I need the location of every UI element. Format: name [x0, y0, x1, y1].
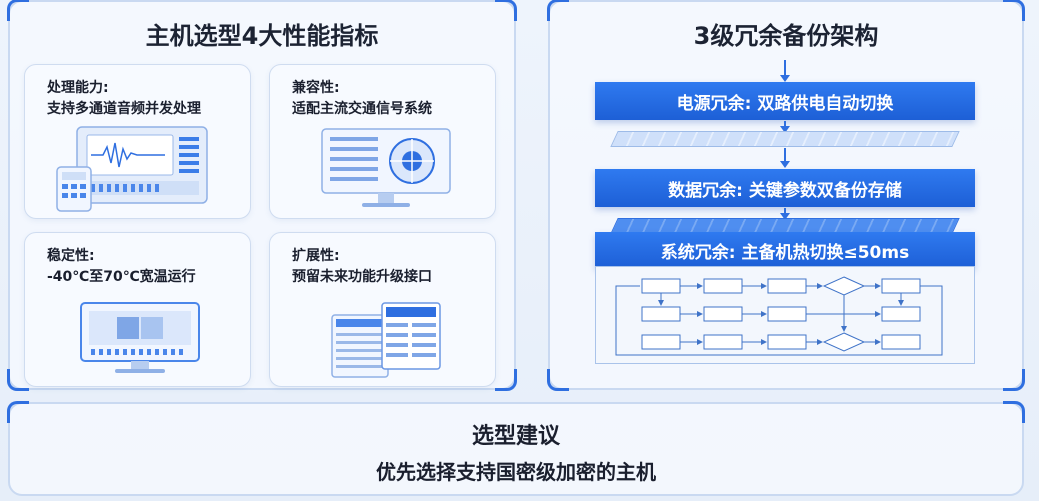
- recommendation-text: 优先选择支持国密级加密的主机: [376, 460, 656, 484]
- card-desc: 支持多通道音频并发处理: [47, 101, 201, 117]
- down-arrow-icon: [780, 208, 790, 220]
- redundancy-panel-title: 3级冗余备份架构: [693, 22, 879, 50]
- monitor-icon: [25, 291, 250, 383]
- layer-data-redundancy: 数据冗余: 关键参数双备份存储: [595, 169, 975, 207]
- corner-bracket: [7, 401, 29, 423]
- down-arrow-icon: [780, 60, 790, 82]
- performance-panel: 主机选型4大性能指标 处理能力: 支持多通道音频并发处理 兼容性: 适配主流交通…: [7, 0, 517, 391]
- layer-system-redundancy: 系统冗余: 主备机热切换≤50ms: [595, 232, 975, 268]
- stack-plate: [610, 131, 960, 147]
- corner-bracket: [495, 369, 517, 391]
- down-arrow-icon: [780, 121, 790, 133]
- expansion-panels-icon: [270, 291, 495, 383]
- flowchart: [595, 266, 975, 364]
- corner-bracket: [547, 369, 569, 391]
- card-title: 扩展性:: [292, 248, 340, 264]
- card-desc: -40℃至70℃宽温运行: [47, 269, 196, 285]
- corner-bracket: [547, 0, 569, 21]
- corner-bracket: [1003, 369, 1025, 391]
- card-stability: 稳定性: -40℃至70℃宽温运行: [24, 232, 251, 387]
- corner-bracket: [495, 0, 517, 21]
- redundancy-panel: 3级冗余备份架构 电源冗余: 双路供电自动切换 数据冗余: 关键参数双备份存储 …: [547, 0, 1025, 391]
- card-processing: 处理能力: 支持多通道音频并发处理: [24, 64, 251, 219]
- recommendation-panel: 选型建议 优先选择支持国密级加密的主机: [7, 401, 1025, 496]
- audio-workstation-icon: [25, 123, 250, 215]
- corner-bracket: [1003, 0, 1025, 21]
- card-desc: 预留未来功能升级接口: [292, 269, 432, 285]
- card-compatibility: 兼容性: 适配主流交通信号系统: [269, 64, 496, 219]
- performance-panel-title: 主机选型4大性能指标: [145, 22, 379, 50]
- down-arrow-icon: [780, 148, 790, 168]
- card-title: 稳定性:: [47, 248, 95, 264]
- corner-bracket: [7, 0, 29, 21]
- signal-monitor-icon: [270, 123, 495, 215]
- layer-power-redundancy: 电源冗余: 双路供电自动切换: [595, 82, 975, 120]
- card-title: 处理能力:: [47, 80, 109, 96]
- corner-bracket: [1003, 401, 1025, 423]
- card-title: 兼容性:: [292, 80, 340, 96]
- corner-bracket: [7, 369, 29, 391]
- card-desc: 适配主流交通信号系统: [292, 101, 432, 117]
- card-expandability: 扩展性: 预留未来功能升级接口: [269, 232, 496, 387]
- recommendation-title: 选型建议: [471, 424, 560, 449]
